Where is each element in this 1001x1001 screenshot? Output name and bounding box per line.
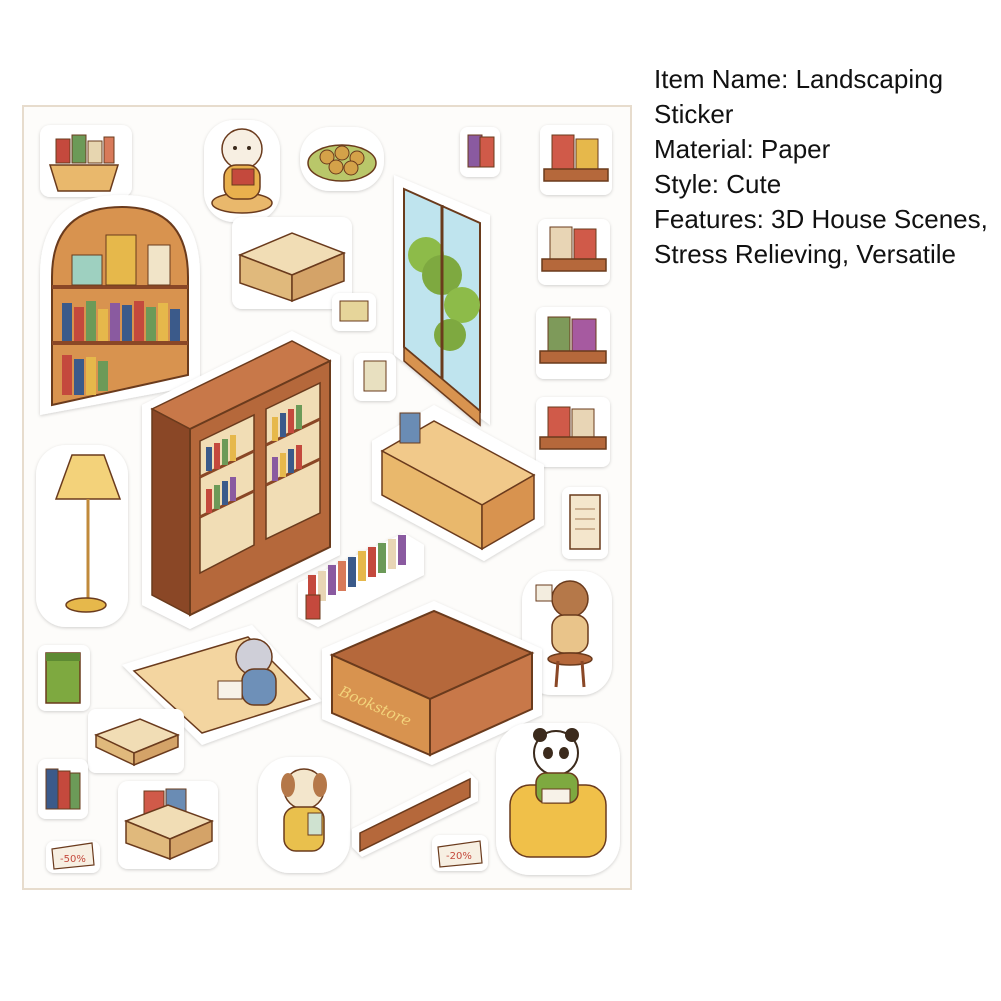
sticker-bear-on-stool xyxy=(522,571,612,695)
sticker-floor-lamp xyxy=(36,445,128,627)
sticker-single-book xyxy=(354,353,396,401)
sticker-book-pile xyxy=(38,759,88,819)
sticker-small-pad xyxy=(332,293,376,331)
sticker-arched-bookshelf xyxy=(40,195,200,415)
sticker-card-basket xyxy=(88,709,184,773)
sticker-wall-shelf-2 xyxy=(538,219,610,285)
sticker-window xyxy=(394,175,490,427)
sticker-small-books xyxy=(460,127,500,177)
sticker-wall-shelf-4 xyxy=(536,397,610,467)
spec-item-name: Item Name: Landscaping Sticker xyxy=(654,64,944,129)
sticker-bookstore-counter: Bookstore xyxy=(322,601,542,765)
sticker-books-stack xyxy=(298,533,424,627)
product-specs: Item Name: Landscaping Sticker Material:… xyxy=(654,62,994,272)
sticker-cookie-bowl xyxy=(300,127,384,191)
sticker-price-tag-left: -50% xyxy=(46,841,100,873)
sticker-clipboard xyxy=(562,487,608,559)
sticker-sheet: Bookstore xyxy=(22,105,632,890)
sticker-price-tag-right: -20% xyxy=(432,835,488,871)
sticker-wooden-plank xyxy=(352,771,478,857)
spec-material: Material: Paper xyxy=(654,134,831,164)
sticker-bench-shelf xyxy=(372,405,544,561)
sticker-wall-shelf-1 xyxy=(540,125,612,195)
sticker-cardboard-box xyxy=(232,217,352,309)
sticker-dog-with-phone xyxy=(258,757,350,873)
price-tag-right-text: -20% xyxy=(446,851,472,862)
sticker-cat-reading xyxy=(204,120,280,222)
price-tag-left-text: -50% xyxy=(60,854,86,865)
sticker-book-box xyxy=(118,781,218,869)
sticker-book-basket xyxy=(40,125,132,197)
spec-style: Style: Cute xyxy=(654,169,782,199)
sticker-panda-armchair xyxy=(496,723,620,875)
sticker-wall-shelf-3 xyxy=(536,307,610,379)
sticker-mailbox xyxy=(38,645,90,711)
sticker-tall-bookcase xyxy=(142,331,340,629)
spec-features: Features: 3D House Scenes, Stress Reliev… xyxy=(654,204,988,269)
